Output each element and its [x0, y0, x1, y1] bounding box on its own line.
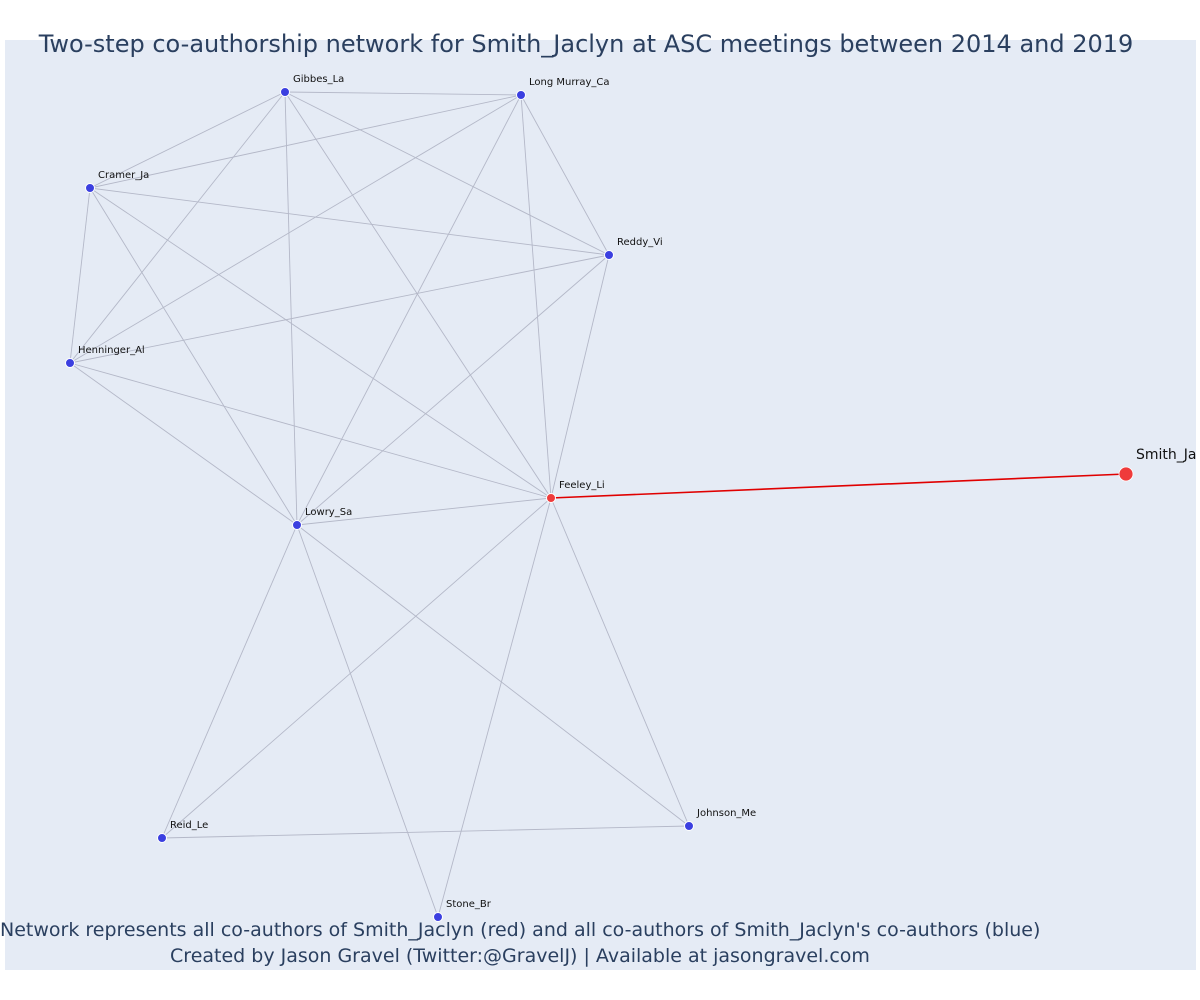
edge-gibbes-la-lowry-sa — [284, 91, 298, 526]
edge-henninger-al-lowry-sa — [69, 362, 298, 526]
node-label-reid-le: Reid_Le — [170, 820, 208, 831]
edge-feeley-li-stone-br — [437, 497, 552, 918]
caption-line-2: Created by Jason Gravel (Twitter:@Gravel… — [170, 945, 870, 967]
edge-feeley-li-reid-le — [161, 497, 552, 839]
edge-lowry-sa-reid-le — [161, 524, 298, 839]
edge-henninger-al-feeley-li — [69, 362, 552, 499]
edge-gibbes-la-henninger-al — [69, 91, 286, 364]
edge-long-murray-ca-reddy-vi — [520, 94, 610, 256]
edge-cramer-ja-henninger-al — [69, 187, 91, 364]
node-label-feeley-li: Feeley_Li — [559, 480, 605, 491]
nodes-layer — [65, 87, 1134, 922]
node-johnson-me[interactable] — [684, 821, 694, 831]
edge-cramer-ja-reddy-vi — [89, 187, 610, 256]
edge-reddy-vi-feeley-li — [550, 254, 610, 499]
node-long-murray-ca[interactable] — [516, 90, 526, 100]
node-reddy-vi[interactable] — [604, 250, 614, 260]
edge-gibbes-la-reddy-vi — [284, 91, 610, 256]
node-label-johnson-me: Johnson_Me — [696, 808, 756, 819]
edge-gibbes-la-long-murray-ca — [284, 91, 522, 96]
node-lowry-sa[interactable] — [292, 520, 302, 530]
edge-long-murray-ca-henninger-al — [69, 94, 522, 364]
edge-feeley-li-johnson-me — [550, 497, 690, 827]
node-stone-br[interactable] — [433, 912, 443, 922]
node-label-long-murray-ca: Long Murray_Ca — [529, 77, 610, 88]
node-label-gibbes-la: Gibbes_La — [293, 74, 344, 85]
node-label-stone-br: Stone_Br — [446, 899, 492, 910]
caption-line-1: Network represents all co-authors of Smi… — [0, 919, 1041, 941]
edge-cramer-ja-feeley-li — [89, 187, 552, 499]
node-label-lowry-sa: Lowry_Sa — [305, 507, 352, 518]
edge-long-murray-ca-lowry-sa — [296, 94, 522, 526]
edges-layer — [69, 91, 1127, 918]
edge-reddy-vi-lowry-sa — [296, 254, 610, 526]
node-feeley-li[interactable] — [546, 493, 556, 503]
node-cramer-ja[interactable] — [85, 183, 95, 193]
node-label-cramer-ja: Cramer_Ja — [98, 170, 149, 181]
chart-title: Two-step co-authorship network for Smith… — [38, 30, 1134, 58]
node-label-henninger-al: Henninger_Al — [78, 345, 145, 356]
edge-lowry-sa-feeley-li — [296, 497, 552, 526]
edge-lowry-sa-johnson-me — [296, 524, 690, 827]
edge-smith-ja-feeley-li — [550, 473, 1127, 499]
edge-long-murray-ca-feeley-li — [520, 94, 552, 499]
edge-cramer-ja-lowry-sa — [89, 187, 298, 526]
edge-reddy-vi-henninger-al — [69, 254, 610, 364]
edge-lowry-sa-stone-br — [296, 524, 439, 918]
node-reid-le[interactable] — [157, 833, 167, 843]
node-gibbes-la[interactable] — [280, 87, 290, 97]
node-label-smith-ja: Smith_Ja — [1136, 447, 1196, 463]
edge-gibbes-la-feeley-li — [284, 91, 552, 499]
node-label-reddy-vi: Reddy_Vi — [617, 237, 663, 248]
edge-reid-le-johnson-me — [161, 825, 690, 839]
node-smith-ja[interactable] — [1118, 466, 1134, 482]
edge-long-murray-ca-cramer-ja — [89, 94, 522, 189]
node-henninger-al[interactable] — [65, 358, 75, 368]
edge-gibbes-la-cramer-ja — [89, 91, 286, 189]
